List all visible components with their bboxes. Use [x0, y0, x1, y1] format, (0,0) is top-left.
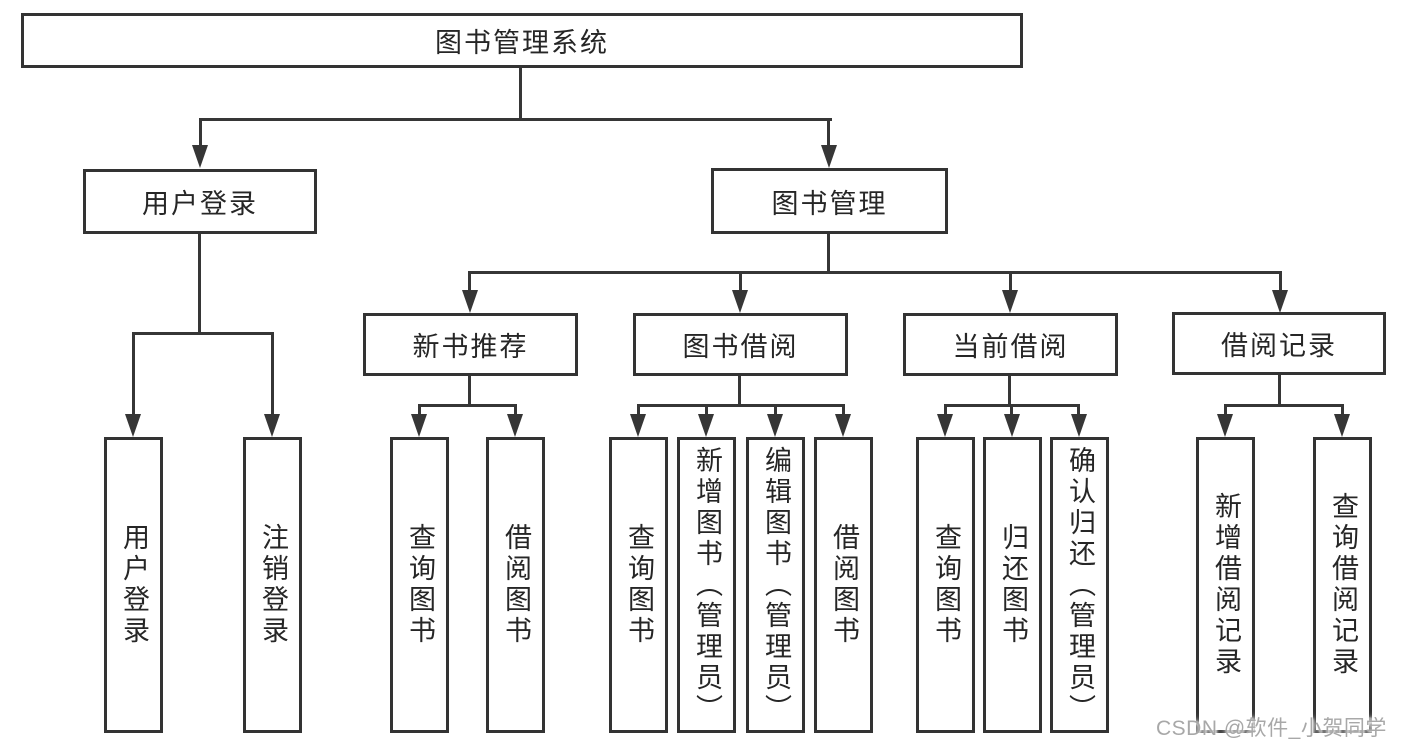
leaf-query-books-borrow-label: 查询图书 [624, 523, 654, 647]
connector-line [198, 232, 201, 335]
arrowhead-down-icon [698, 414, 714, 437]
leaf-query-books-recommend: 查询图书 [390, 437, 449, 733]
leaf-query-books-current: 查询图书 [916, 437, 975, 733]
arrowhead-down-icon [732, 290, 748, 313]
connector-line [739, 271, 742, 293]
leaf-logout: 注销登录 [243, 437, 302, 733]
connector-line [774, 404, 777, 416]
connector-line [468, 374, 471, 407]
leaf-query-books-current-label: 查询图书 [931, 523, 961, 647]
leaf-user-login: 用户登录 [104, 437, 163, 733]
node-root: 图书管理系统 [21, 13, 1023, 68]
connector-line [418, 404, 421, 416]
arrowhead-down-icon [821, 145, 837, 168]
leaf-query-borrow-record-label: 查询借阅记录 [1328, 492, 1358, 678]
connector-line [199, 118, 832, 121]
node-new-book-recommend: 新书推荐 [363, 313, 578, 376]
leaf-confirm-return-admin: 确认归还（管理员） [1050, 437, 1109, 733]
connector-line [637, 404, 640, 416]
leaf-edit-books-admin-label: 编辑图书（管理员） [761, 445, 791, 725]
node-current-borrow: 当前借阅 [903, 313, 1118, 376]
leaf-borrow-books-label: 借阅图书 [829, 523, 859, 647]
arrowhead-down-icon [264, 414, 280, 437]
leaf-add-books-admin: 新增图书（管理员） [677, 437, 736, 733]
node-root-label: 图书管理系统 [435, 28, 609, 58]
leaf-query-books-borrow: 查询图书 [609, 437, 668, 733]
arrowhead-down-icon [507, 414, 523, 437]
connector-line [1341, 404, 1344, 416]
leaf-user-login-label: 用户登录 [119, 523, 149, 647]
connector-line [468, 271, 1281, 274]
arrowhead-down-icon [462, 290, 478, 313]
node-borrow-records-label: 借阅记录 [1221, 331, 1337, 361]
connector-line [1010, 404, 1013, 416]
connector-line [738, 374, 741, 407]
connector-line [842, 404, 845, 416]
leaf-logout-label: 注销登录 [258, 523, 288, 647]
arrowhead-down-icon [1272, 290, 1288, 313]
connector-line [514, 404, 517, 416]
connector-line [132, 332, 135, 416]
node-new-book-recommend-label: 新书推荐 [412, 332, 529, 362]
connector-line [1008, 374, 1011, 407]
arrowhead-down-icon [937, 414, 953, 437]
connector-line [1224, 404, 1227, 416]
arrowhead-down-icon [767, 414, 783, 437]
connector-line [418, 404, 517, 407]
node-borrow-records: 借阅记录 [1172, 312, 1386, 375]
connector-line [944, 404, 947, 416]
arrowhead-down-icon [1002, 290, 1018, 313]
arrowhead-down-icon [1004, 414, 1020, 437]
connector-line [827, 232, 830, 274]
node-user-login: 用户登录 [83, 169, 317, 234]
connector-line [1278, 374, 1281, 407]
leaf-return-books-label: 归还图书 [998, 523, 1028, 647]
connector-line [637, 404, 844, 407]
csdn-watermark: CSDN @软件_小贺同学 [1156, 717, 1387, 740]
arrowhead-down-icon [192, 145, 208, 168]
leaf-query-books-recommend-label: 查询图书 [405, 523, 435, 647]
connector-line [468, 271, 471, 293]
node-user-login-label: 用户登录 [142, 189, 258, 219]
connector-line [1279, 271, 1282, 293]
node-book-management-label: 图书管理 [771, 188, 888, 219]
node-current-borrow-label: 当前借阅 [952, 332, 1069, 362]
leaf-edit-books-admin: 编辑图书（管理员） [746, 437, 805, 733]
node-book-borrow-label: 图书借阅 [682, 332, 799, 362]
connector-line [199, 118, 202, 148]
leaf-add-borrow-record: 新增借阅记录 [1196, 437, 1255, 733]
arrowhead-down-icon [411, 414, 427, 437]
arrowhead-down-icon [1217, 414, 1233, 437]
connector-line [827, 118, 830, 148]
leaf-borrow-books-recommend: 借阅图书 [486, 437, 545, 733]
connector-line [132, 332, 274, 335]
node-book-borrow: 图书借阅 [633, 313, 848, 376]
connector-line [1077, 404, 1080, 416]
leaf-confirm-return-admin-label: 确认归还（管理员） [1065, 445, 1095, 725]
leaf-add-borrow-record-label: 新增借阅记录 [1211, 492, 1241, 678]
connector-line [1009, 271, 1012, 293]
connector-line [271, 332, 274, 416]
leaf-borrow-books: 借阅图书 [814, 437, 873, 733]
arrowhead-down-icon [1334, 414, 1350, 437]
leaf-borrow-books-recommend-label: 借阅图书 [501, 523, 531, 647]
arrowhead-down-icon [835, 414, 851, 437]
leaf-query-borrow-record: 查询借阅记录 [1313, 437, 1372, 733]
connector-line [705, 404, 708, 416]
leaf-add-books-admin-label: 新增图书（管理员） [692, 445, 722, 725]
node-book-management: 图书管理 [711, 168, 948, 234]
leaf-return-books: 归还图书 [983, 437, 1042, 733]
arrowhead-down-icon [630, 414, 646, 437]
arrowhead-down-icon [1071, 414, 1087, 437]
connector-line [519, 67, 522, 119]
connector-line [1224, 404, 1344, 407]
arrowhead-down-icon [125, 414, 141, 437]
